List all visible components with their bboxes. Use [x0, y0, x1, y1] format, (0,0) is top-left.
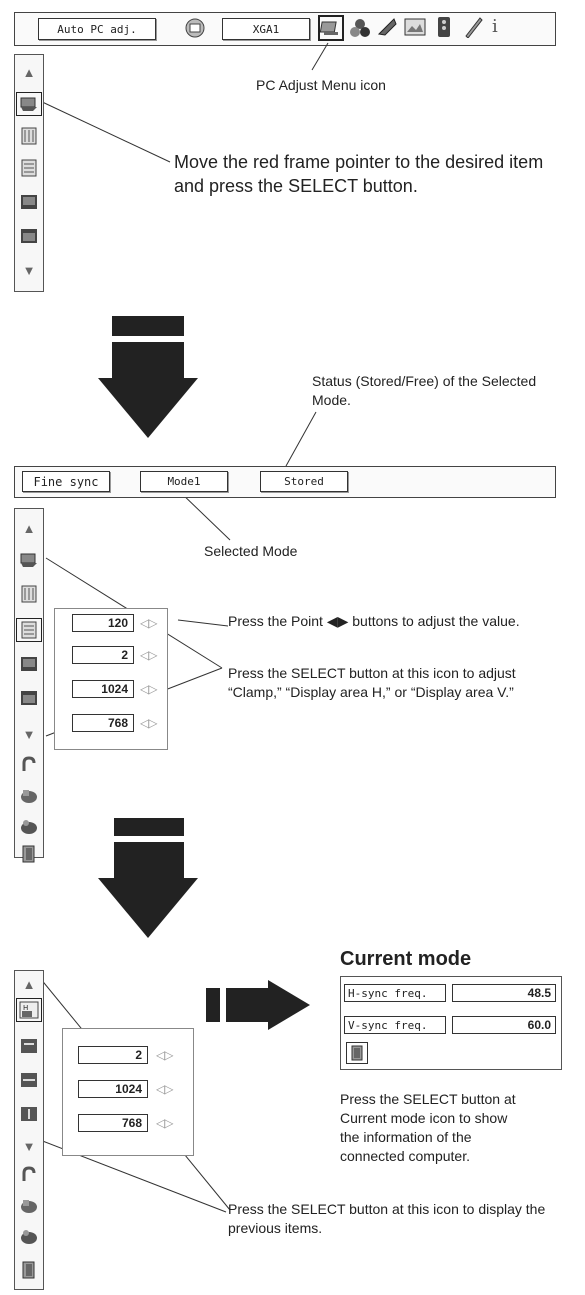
adjust-arrows-icon[interactable]: ◁▷	[156, 1048, 173, 1062]
store-icon[interactable]	[19, 817, 39, 835]
h-sync-value: 48.5	[452, 984, 556, 1002]
info-icon[interactable]: i	[492, 16, 498, 37]
display-area-h-icon[interactable]	[19, 1071, 39, 1089]
horizontal-icon[interactable]	[19, 655, 39, 673]
horizontal-icon[interactable]	[19, 193, 39, 211]
reset-icon[interactable]	[19, 1165, 39, 1183]
exit-icon[interactable]	[346, 1042, 368, 1064]
value-field-3[interactable]: 1024	[72, 680, 134, 698]
screen-icon[interactable]	[184, 17, 206, 39]
scroll-up-icon[interactable]: ▲	[22, 976, 36, 992]
menu-column-1: ▲ ▼	[14, 54, 44, 292]
mode-free-icon[interactable]	[19, 787, 39, 805]
move-pointer-callout: Move the red frame pointer to the desire…	[174, 152, 544, 196]
adjust-arrows-icon[interactable]: ◁▷	[156, 1082, 173, 1096]
current-mode-box	[340, 976, 562, 1070]
scroll-up-icon[interactable]: ▲	[22, 520, 36, 536]
v-sync-value: 60.0	[452, 1016, 556, 1034]
auto-pc-adj-button[interactable]: Auto PC adj.	[38, 18, 156, 40]
status-callout: Status (Stored/Free) of the Selected Mod…	[312, 373, 537, 408]
mode-xga1-field[interactable]: XGA1	[222, 18, 310, 40]
scroll-down-icon[interactable]: ▼	[22, 1138, 36, 1154]
down-arrow-1	[98, 316, 198, 438]
display-area-v-icon[interactable]	[19, 1105, 39, 1123]
adjust-arrows-icon[interactable]: ◁▷	[140, 616, 157, 630]
h-sync-label: H-sync freq.	[344, 984, 446, 1002]
image-icon[interactable]	[404, 18, 426, 41]
point-buttons-callout: Press the Point ◀▶ buttons to adjust the…	[228, 613, 520, 629]
pc-adjust-item-icon[interactable]	[19, 551, 39, 569]
clamp-icon[interactable]	[19, 1037, 39, 1055]
adjust-arrows-icon[interactable]: ◁▷	[156, 1116, 173, 1130]
selected-mode-callout: Selected Mode	[204, 543, 298, 559]
value-field-3[interactable]: 768	[78, 1114, 148, 1132]
previous-items-callout: Press the SELECT button at this icon to …	[228, 1201, 546, 1236]
exit-icon[interactable]	[19, 1261, 39, 1279]
fine-sync-label: Fine sync	[22, 471, 110, 492]
total-dots-icon[interactable]	[19, 159, 39, 177]
vertical-icon[interactable]	[19, 227, 39, 245]
scroll-down-icon[interactable]: ▼	[22, 262, 36, 278]
scroll-down-icon[interactable]: ▼	[22, 726, 36, 742]
menu-column-2: ▲ ▼	[14, 508, 44, 863]
fine-sync-icon[interactable]	[19, 585, 39, 603]
scroll-up-icon[interactable]: ▲	[22, 64, 36, 80]
down-arrow-2	[98, 818, 198, 938]
stored-status-field: Stored	[260, 471, 348, 492]
store-icon[interactable]	[19, 1227, 39, 1245]
callout-line-pc-adjust	[37, 42, 329, 163]
adjust-arrows-icon[interactable]: ◁▷	[140, 716, 157, 730]
current-mode-title: Current mode	[340, 948, 472, 970]
reset-icon[interactable]	[19, 755, 39, 773]
tools-icon[interactable]	[376, 16, 398, 43]
select-icon-callout: Press the SELECT button at this icon to …	[228, 665, 516, 700]
pc-adjust-menu-icon[interactable]	[318, 15, 344, 41]
menu-column-3: ▲ H ▼	[14, 970, 44, 1290]
total-dots-icon[interactable]	[16, 618, 42, 642]
current-mode-note: Press the SELECT button at Current mode …	[340, 1091, 516, 1164]
value-field-2[interactable]: 2	[72, 646, 134, 664]
setting-icon[interactable]	[436, 16, 452, 43]
pc-adjust-item-icon[interactable]	[16, 92, 42, 116]
value-field-1[interactable]: 2	[78, 1046, 148, 1064]
exit-icon[interactable]	[19, 845, 39, 863]
svg-text:H: H	[23, 1004, 28, 1012]
value-field-4[interactable]: 768	[72, 714, 134, 732]
adjust-arrows-icon[interactable]: ◁▷	[140, 682, 157, 696]
v-sync-label: V-sync freq.	[344, 1016, 446, 1034]
pc-adjust-callout: PC Adjust Menu icon	[256, 77, 386, 93]
pen-icon[interactable]	[462, 16, 484, 43]
right-arrow	[206, 980, 310, 1030]
color-adjust-icon[interactable]	[350, 18, 370, 43]
current-mode-icon[interactable]: H	[16, 998, 42, 1022]
fine-sync-icon[interactable]	[19, 127, 39, 145]
value-field-2[interactable]: 1024	[78, 1080, 148, 1098]
adjust-arrows-icon[interactable]: ◁▷	[140, 648, 157, 662]
value-field-1[interactable]: 120	[72, 614, 134, 632]
vertical-icon[interactable]	[19, 689, 39, 707]
mode-free-icon[interactable]	[19, 1197, 39, 1215]
mode1-field[interactable]: Mode1	[140, 471, 228, 492]
